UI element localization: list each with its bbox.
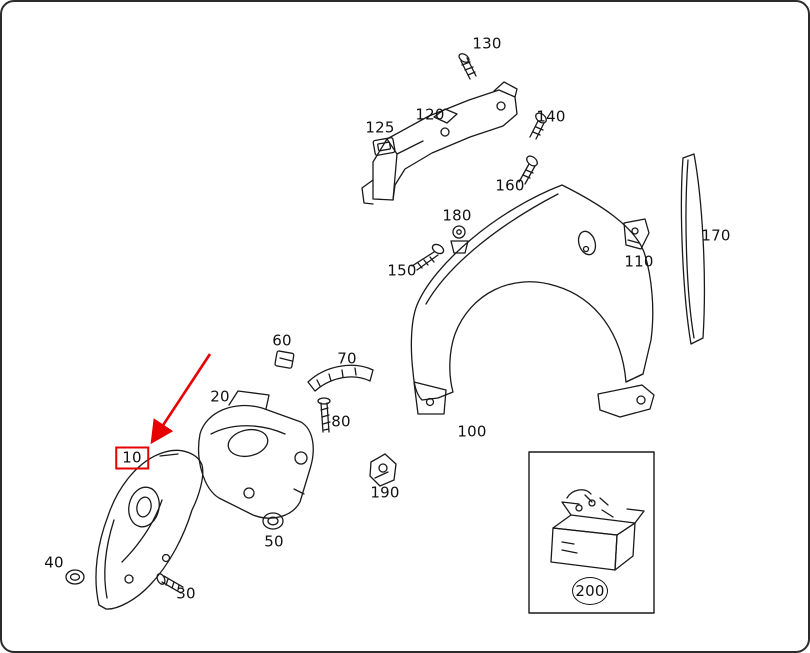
part-label-150[interactable]: 150 bbox=[387, 261, 417, 280]
part-label-125[interactable]: 125 bbox=[365, 118, 395, 137]
grommet-40-drawing bbox=[65, 569, 85, 585]
part-label-50[interactable]: 50 bbox=[264, 532, 284, 551]
clip-60-drawing bbox=[274, 350, 295, 369]
screw-80-drawing bbox=[317, 397, 331, 433]
part-label-70[interactable]: 70 bbox=[337, 349, 357, 368]
part-label-10[interactable]: 10 bbox=[115, 446, 149, 470]
clip-nut-180-drawing bbox=[450, 225, 469, 254]
part-label-170[interactable]: 170 bbox=[701, 226, 731, 245]
liner-section-20-drawing bbox=[198, 390, 314, 519]
trim-strip-170-drawing bbox=[680, 153, 706, 345]
part-label-110[interactable]: 110 bbox=[624, 252, 654, 271]
clip-125-drawing bbox=[372, 137, 396, 156]
grommet-50-drawing bbox=[262, 512, 284, 530]
part-label-140[interactable]: 140 bbox=[536, 107, 566, 126]
bracket-110-drawing bbox=[623, 218, 650, 250]
molding-strip-70-drawing bbox=[307, 364, 374, 392]
screw-150-drawing bbox=[411, 243, 445, 271]
bolt-140-drawing bbox=[529, 112, 547, 140]
part-label-190[interactable]: 190 bbox=[370, 483, 400, 502]
crossmember-120-drawing bbox=[361, 81, 518, 205]
part-label-180[interactable]: 180 bbox=[442, 206, 472, 225]
clip-190-drawing bbox=[369, 453, 397, 487]
parts-kit-box-region bbox=[528, 451, 655, 614]
part-label-30[interactable]: 30 bbox=[176, 584, 196, 603]
part-label-20[interactable]: 20 bbox=[210, 387, 230, 406]
screw-130-drawing bbox=[458, 53, 477, 80]
parts-kit-box-drawing bbox=[550, 489, 645, 571]
part-label-60[interactable]: 60 bbox=[272, 331, 292, 350]
fender-panel-drawing bbox=[410, 184, 655, 418]
pointer-arrow bbox=[150, 353, 212, 445]
part-label-100[interactable]: 100 bbox=[457, 422, 487, 441]
part-label-40[interactable]: 40 bbox=[44, 553, 64, 572]
screw-30-drawing bbox=[156, 573, 184, 594]
part-label-130[interactable]: 130 bbox=[472, 34, 502, 53]
part-label-120[interactable]: 120 bbox=[415, 105, 445, 124]
bolt-160-drawing bbox=[518, 155, 538, 185]
wheel-liner-10-drawing bbox=[95, 449, 204, 610]
part-label-160[interactable]: 160 bbox=[495, 176, 525, 195]
part-label-80[interactable]: 80 bbox=[331, 412, 351, 431]
part-label-200[interactable]: 200 bbox=[572, 577, 608, 605]
